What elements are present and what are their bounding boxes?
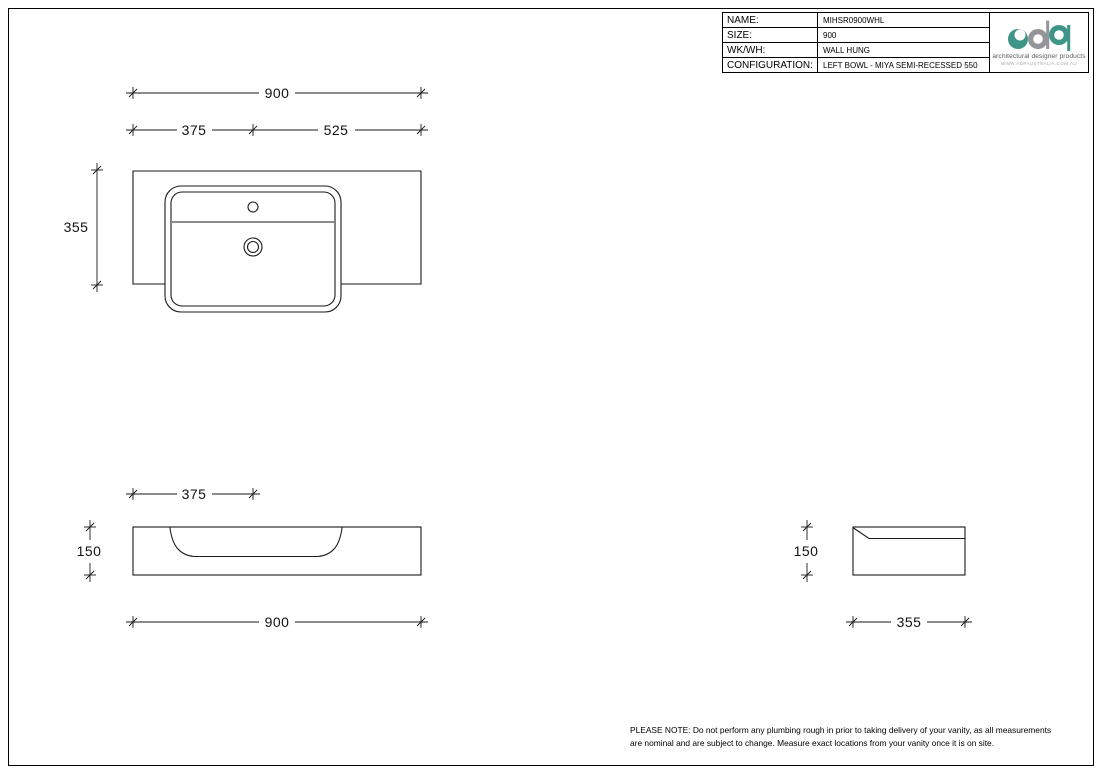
- front-dim-overall-width: [126, 615, 428, 629]
- title-block-row-configuration: CONFIGURATION: LEFT BOWL - MIYA SEMI-REC…: [723, 58, 989, 72]
- plan-basin-inner: [170, 191, 336, 307]
- plan-dim-left-right-split: [126, 123, 428, 137]
- name-value: MIHSR0900WHL: [823, 15, 885, 25]
- front-view: [132, 526, 422, 576]
- configuration-value: LEFT BOWL - MIYA SEMI-RECESSED 550: [823, 60, 978, 70]
- note-line-1: PLEASE NOTE: Do not perform any plumbing…: [630, 725, 1052, 735]
- front-dim-height-text: 150: [77, 543, 102, 559]
- configuration-label: CONFIGURATION:: [723, 58, 818, 72]
- title-block-row-name: NAME: MIHSR0900WHL: [723, 13, 989, 28]
- dimension-labels: 900 375 525 355 375 150 900 150 355: [64, 85, 922, 630]
- side-dim-depth: [846, 615, 972, 629]
- plan-dim-left-text: 375: [182, 122, 207, 138]
- plan-view: [132, 170, 422, 313]
- name-label: NAME:: [723, 13, 818, 27]
- title-block-row-wkwh: WK/WH: WALL HUNG: [723, 43, 989, 58]
- title-block-row-size: SIZE: 900: [723, 28, 989, 43]
- plan-dim-overall-width: [126, 86, 428, 100]
- front-basin-profile: [169, 527, 343, 558]
- side-dim-height: [800, 520, 814, 582]
- please-note: PLEASE NOTE: Do not perform any plumbing…: [630, 724, 1051, 749]
- side-dim-height-text: 150: [794, 543, 819, 559]
- title-block-table: NAME: MIHSR0900WHL SIZE: 900 WK/WH: WALL…: [722, 12, 990, 73]
- side-dim-depth-text: 355: [897, 614, 922, 630]
- waste-hole-outer: [243, 237, 263, 257]
- front-dim-bowl-centre-text: 375: [182, 486, 207, 502]
- waste-hole-inner: [246, 240, 260, 254]
- logo-url: WWW.ADPAUSTRALIA.COM.AU: [1000, 61, 1078, 66]
- plan-dim-right-text: 525: [324, 122, 349, 138]
- front-dim-overall-width-text: 900: [265, 614, 290, 630]
- side-dims: [800, 520, 972, 629]
- wkwh-value: WALL HUNG: [823, 45, 870, 55]
- plan-dim-depth: [90, 163, 104, 292]
- side-counter-outline: [852, 526, 966, 576]
- front-counter-outline: [132, 526, 422, 576]
- size-label: SIZE:: [723, 28, 818, 42]
- plan-dims: [90, 86, 428, 292]
- adp-logo-icon: [1008, 20, 1071, 51]
- title-block: NAME: MIHSR0900WHL SIZE: 900 WK/WH: WALL…: [722, 12, 1089, 73]
- front-dims: [83, 487, 428, 629]
- side-basin-rim-line: [853, 527, 965, 540]
- note-line-2: are nominal and are subject to change. M…: [630, 737, 995, 748]
- plan-dim-depth-text: 355: [64, 219, 89, 235]
- sheet-border: [8, 8, 1094, 766]
- plan-dim-overall-width-text: 900: [265, 85, 290, 101]
- side-view: [852, 526, 966, 576]
- front-dim-height: [83, 520, 97, 582]
- size-value: 900: [823, 30, 837, 40]
- adp-logo-box: architectural designer products WWW.ADPA…: [989, 12, 1089, 73]
- front-dim-bowl-centre: [126, 487, 260, 501]
- plan-basin-outer: [164, 185, 342, 313]
- wkwh-label: WK/WH:: [723, 43, 818, 57]
- tap-hole: [247, 201, 259, 213]
- plan-counter-outline: [132, 170, 422, 285]
- logo-tagline: architectural designer products: [992, 53, 1086, 60]
